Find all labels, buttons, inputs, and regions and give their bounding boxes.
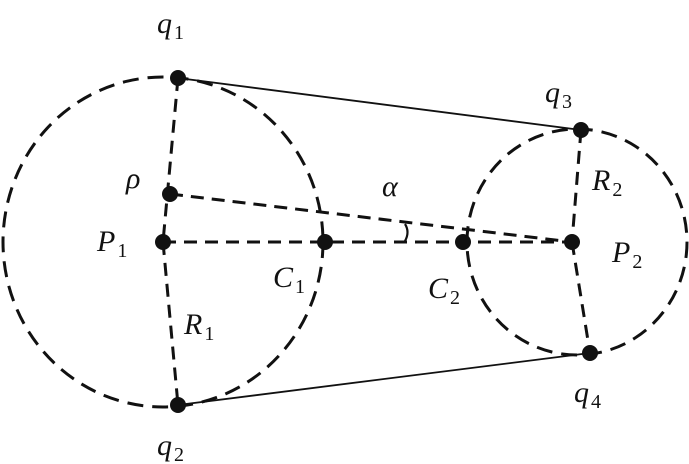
label-q1-sub: 1 xyxy=(174,22,184,44)
line-p2-q4 xyxy=(570,241,592,354)
label-p2-sub: 2 xyxy=(632,251,642,273)
label-c1-main: C xyxy=(273,261,294,294)
point-q4 xyxy=(582,345,598,361)
point-q1 xyxy=(170,70,186,86)
circle-2 xyxy=(465,127,689,357)
line-q1-p1 xyxy=(161,77,180,243)
label-p2-main: P xyxy=(611,236,630,269)
label-q4-main: q xyxy=(574,376,589,409)
label-rho-main: ρ xyxy=(125,162,140,195)
label-p1-sub: 1 xyxy=(117,240,127,262)
label-r2-main: R xyxy=(591,164,610,197)
label-c2-sub: 2 xyxy=(450,287,460,309)
line-rho-p2 xyxy=(169,192,573,244)
label-r1-sub: 1 xyxy=(204,323,214,345)
label-alpha: α xyxy=(382,170,399,203)
label-q4-sub: 4 xyxy=(591,391,601,413)
point-p1 xyxy=(155,234,171,250)
tangent-q2-q4 xyxy=(177,352,591,406)
label-q2-main: q xyxy=(157,429,172,462)
point-c2 xyxy=(455,234,471,250)
label-r1-main: R xyxy=(183,308,202,341)
angle-alpha-arc xyxy=(404,223,409,242)
line-p1-q2-radius-r1 xyxy=(161,241,180,406)
label-r2-sub: 2 xyxy=(612,179,622,201)
label-c2-main: C xyxy=(428,272,449,305)
point-q2 xyxy=(170,397,186,413)
label-q2-sub: 2 xyxy=(174,444,184,464)
label-q1-main: q xyxy=(157,7,172,40)
label-p1-main: P xyxy=(96,225,115,258)
tangent-q1-q3 xyxy=(177,77,582,131)
point-c1 xyxy=(317,234,333,250)
label-q3-main: q xyxy=(545,76,560,109)
label-c1-sub: 1 xyxy=(295,276,305,298)
line-q3-p2-radius-r2 xyxy=(570,129,583,243)
point-p2 xyxy=(564,234,580,250)
point-q3 xyxy=(573,122,589,138)
label-rho: ρ xyxy=(125,162,140,195)
label-alpha-main: α xyxy=(382,170,399,203)
label-q3-sub: 3 xyxy=(562,91,572,113)
point-rho xyxy=(162,186,178,202)
